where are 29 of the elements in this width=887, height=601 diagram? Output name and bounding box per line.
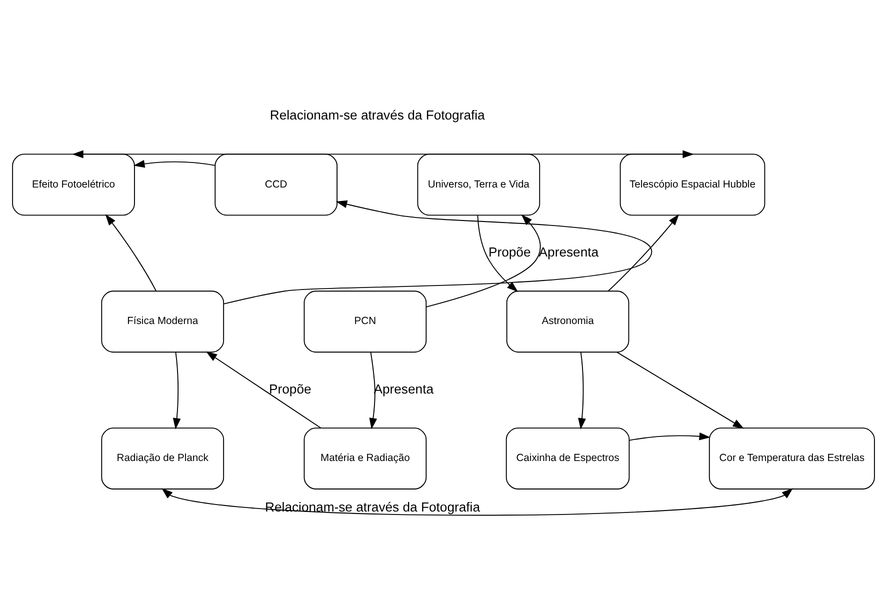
node-box: Radiação de Planck (101, 428, 224, 490)
arrow (477, 214, 518, 292)
edge-label: Relacionam-se através da Fotografia (265, 500, 480, 515)
edge-label: Propõe (269, 382, 312, 397)
arrow (206, 351, 322, 429)
node-box: Efeito Fotoelétrico (12, 154, 135, 216)
node-box: CCD (214, 154, 338, 216)
arrow (629, 432, 711, 441)
arrow (608, 214, 680, 292)
arrow (426, 214, 541, 308)
arrow (223, 200, 652, 304)
node-box: Caixinha de Espectros (506, 428, 630, 490)
arrow (72, 150, 694, 158)
node-box: PCN (304, 290, 427, 353)
node-box: Cor e Temperatura das Estrelas (708, 428, 875, 490)
arrow (133, 160, 216, 168)
arrow (369, 352, 378, 430)
arrow (578, 352, 586, 430)
node-box: Matéria e Radiação (304, 428, 427, 490)
arrow (162, 488, 793, 516)
node-box: Astronomia (506, 290, 630, 353)
node-box: Telescópio Espacial Hubble (620, 154, 766, 216)
node-box: Física Moderna (101, 290, 224, 353)
arrow (105, 214, 157, 292)
edge-label: Relacionam-se através da Fotografia (270, 108, 485, 123)
node-box: Universo, Terra e Vida (417, 154, 540, 216)
edge-label: Propõe (488, 244, 531, 260)
arrow (172, 352, 181, 430)
arrow (616, 352, 744, 429)
